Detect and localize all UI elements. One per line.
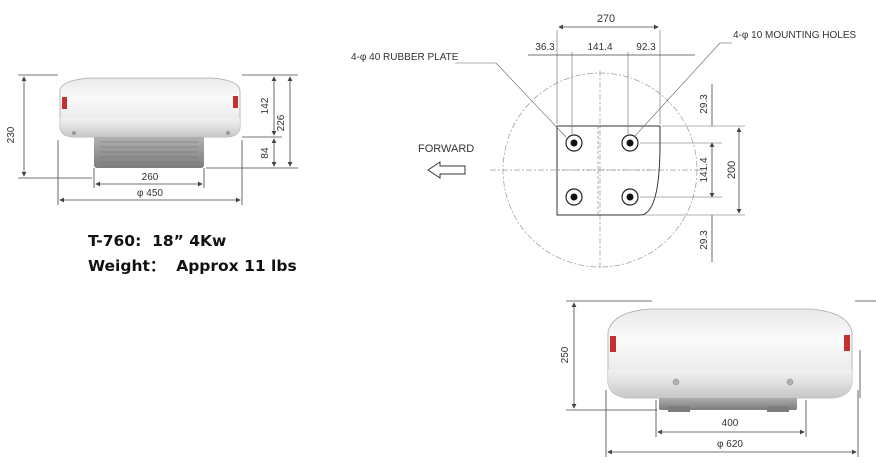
small-radome-red-mark-right — [233, 96, 238, 108]
rubber-plate-label: 4-φ 40 RUBBER PLATE — [351, 52, 459, 63]
dim-large-diameter: φ 620 — [717, 439, 743, 450]
large-radome-drawing: 250 400 φ 620 — [560, 300, 876, 457]
dim-small-height-dome: 142 — [260, 97, 271, 114]
mounting-hole-3 — [565, 188, 583, 206]
dim-top-width-total: 270 — [597, 13, 615, 25]
dim-top-v-total: 200 — [726, 161, 738, 179]
dim-top-v-mid: 141.4 — [699, 157, 710, 182]
mounting-hole-4 — [621, 188, 639, 206]
large-radome-red-mark-right — [844, 335, 850, 351]
model-caption: T-760: 18” 4Kw — [88, 232, 227, 250]
small-radome-drawing: 230 142 84 226 260 φ 450 — [6, 74, 298, 205]
mounting-holes-label: 4-φ 10 MOUNTING HOLES — [733, 30, 857, 41]
top-view-drawing: 270 36.3 141.4 92.3 4-φ 40 RUBBER PLATE … — [351, 13, 857, 270]
dim-small-height-base: 84 — [260, 147, 271, 159]
dim-small-height-right: 226 — [276, 114, 287, 131]
dim-large-height: 250 — [560, 346, 571, 363]
mounting-hole-1 — [565, 134, 583, 152]
dim-small-base-width: 260 — [142, 172, 159, 183]
small-radome-red-mark-left — [62, 97, 67, 109]
dim-top-v-bottom: 29.3 — [699, 230, 710, 250]
large-radome-base — [659, 396, 797, 410]
dim-top-seg-left: 36.3 — [535, 42, 555, 53]
dim-small-height-total: 230 — [6, 126, 17, 143]
dim-top-seg-right: 92.3 — [636, 42, 656, 53]
weight-caption: Weight： Approx 11 lbs — [88, 257, 297, 275]
forward-arrow-icon — [427, 161, 466, 179]
dim-top-seg-mid: 141.4 — [587, 42, 612, 53]
dim-small-diameter: φ 450 — [137, 188, 163, 199]
forward-label: FORWARD — [418, 143, 474, 155]
mounting-holes — [565, 134, 639, 206]
dim-large-base-width: 400 — [722, 418, 739, 429]
large-radome-red-mark-left — [610, 336, 616, 352]
dim-top-v-top: 29.3 — [699, 94, 710, 114]
small-radome-base — [94, 135, 204, 168]
mounting-hole-2 — [621, 134, 639, 152]
